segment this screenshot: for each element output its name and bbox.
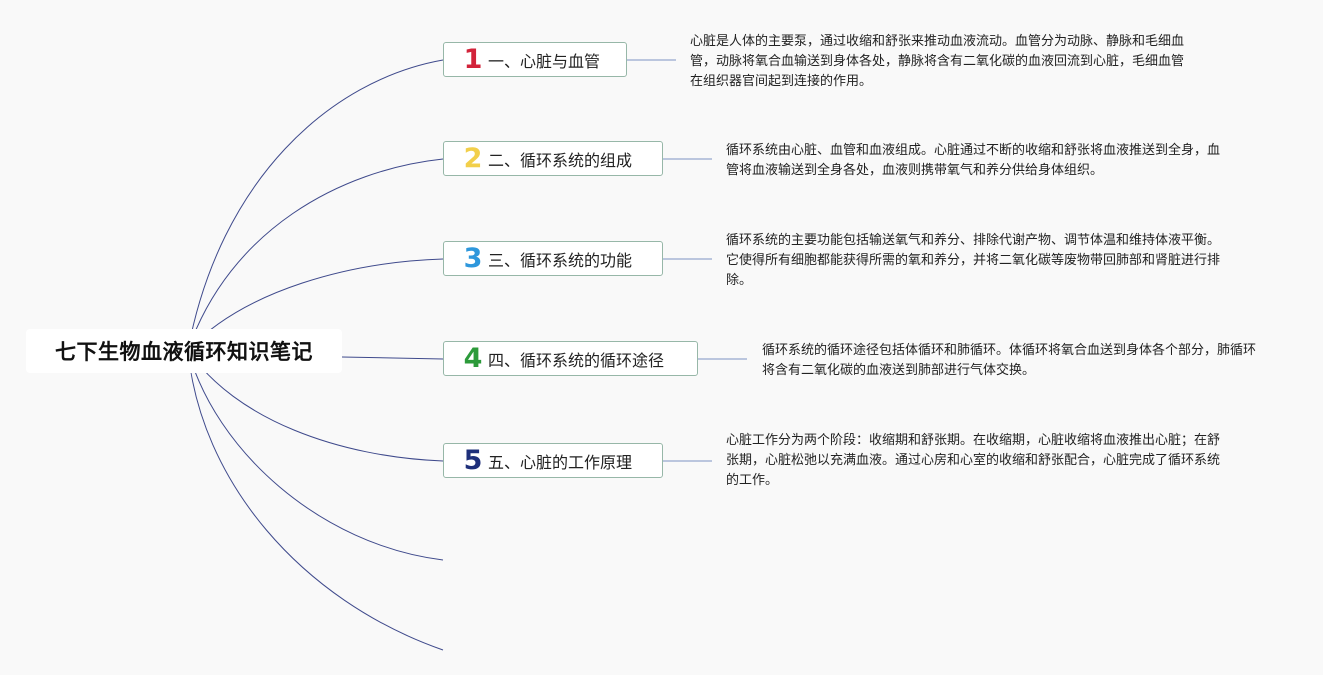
branch-line-topic-3 xyxy=(187,258,444,351)
topic-number-icon: 2 xyxy=(463,143,483,174)
topic-label: 三、循环系统的功能 xyxy=(488,250,633,270)
topic-number-icon: 4 xyxy=(463,343,483,374)
topic-number-icon: 1 xyxy=(463,44,483,75)
branch-line-topic-2 xyxy=(187,158,444,351)
topic-number-icon: 3 xyxy=(463,243,483,274)
branch-line-topic-4 xyxy=(341,356,444,360)
topic-circulation-pathways[interactable]: 4 四、循环系统的循环途径 xyxy=(443,341,698,376)
root-topic[interactable]: 七下生物血液循环知识笔记 xyxy=(26,329,342,373)
topic-label: 四、循环系统的循环途径 xyxy=(488,350,665,370)
topic-circulatory-system-function[interactable]: 3 三、循环系统的功能 xyxy=(443,241,663,276)
branch-line-empty-1 xyxy=(187,349,444,561)
note-heart-and-vessels[interactable]: 心脏是人体的主要泵，通过收缩和舒张来推动血液流动。血管分为动脉、静脉和毛细血管，… xyxy=(690,34,1185,89)
topic-label: 五、心脏的工作原理 xyxy=(488,452,633,472)
topic-number-icon: 5 xyxy=(463,445,483,476)
branch-line-topic-1 xyxy=(187,59,444,351)
branch-line-empty-2 xyxy=(187,349,444,651)
topic-circulatory-system-composition[interactable]: 2 二、循环系统的组成 xyxy=(443,141,663,176)
note-heart-working-principle[interactable]: 心脏工作分为两个阶段：收缩期和舒张期。在收缩期，心脏收缩将血液推出心脏；在舒张期… xyxy=(726,433,1221,488)
topic-label: 二、循环系统的组成 xyxy=(488,150,633,170)
root-title: 七下生物血液循环知识笔记 xyxy=(55,340,313,364)
topic-label: 一、心脏与血管 xyxy=(488,51,601,71)
note-circulation-pathways[interactable]: 循环系统的循环途径包括体循环和肺循环。体循环将氧合血送到身体各个部分，肺循环将含… xyxy=(762,343,1257,378)
note-circulatory-system-function[interactable]: 循环系统的主要功能包括输送氧气和养分、排除代谢产物、调节体温和维持体液平衡。它使… xyxy=(726,233,1221,288)
branch-line-topic-5 xyxy=(187,349,444,462)
topic-heart-working-principle[interactable]: 5 五、心脏的工作原理 xyxy=(443,443,663,478)
note-circulatory-system-composition[interactable]: 循环系统由心脏、血管和血液组成。心脏通过不断的收缩和舒张将血液推送到全身，血管将… xyxy=(726,143,1221,178)
topic-heart-and-vessels[interactable]: 1 一、心脏与血管 xyxy=(443,42,627,77)
